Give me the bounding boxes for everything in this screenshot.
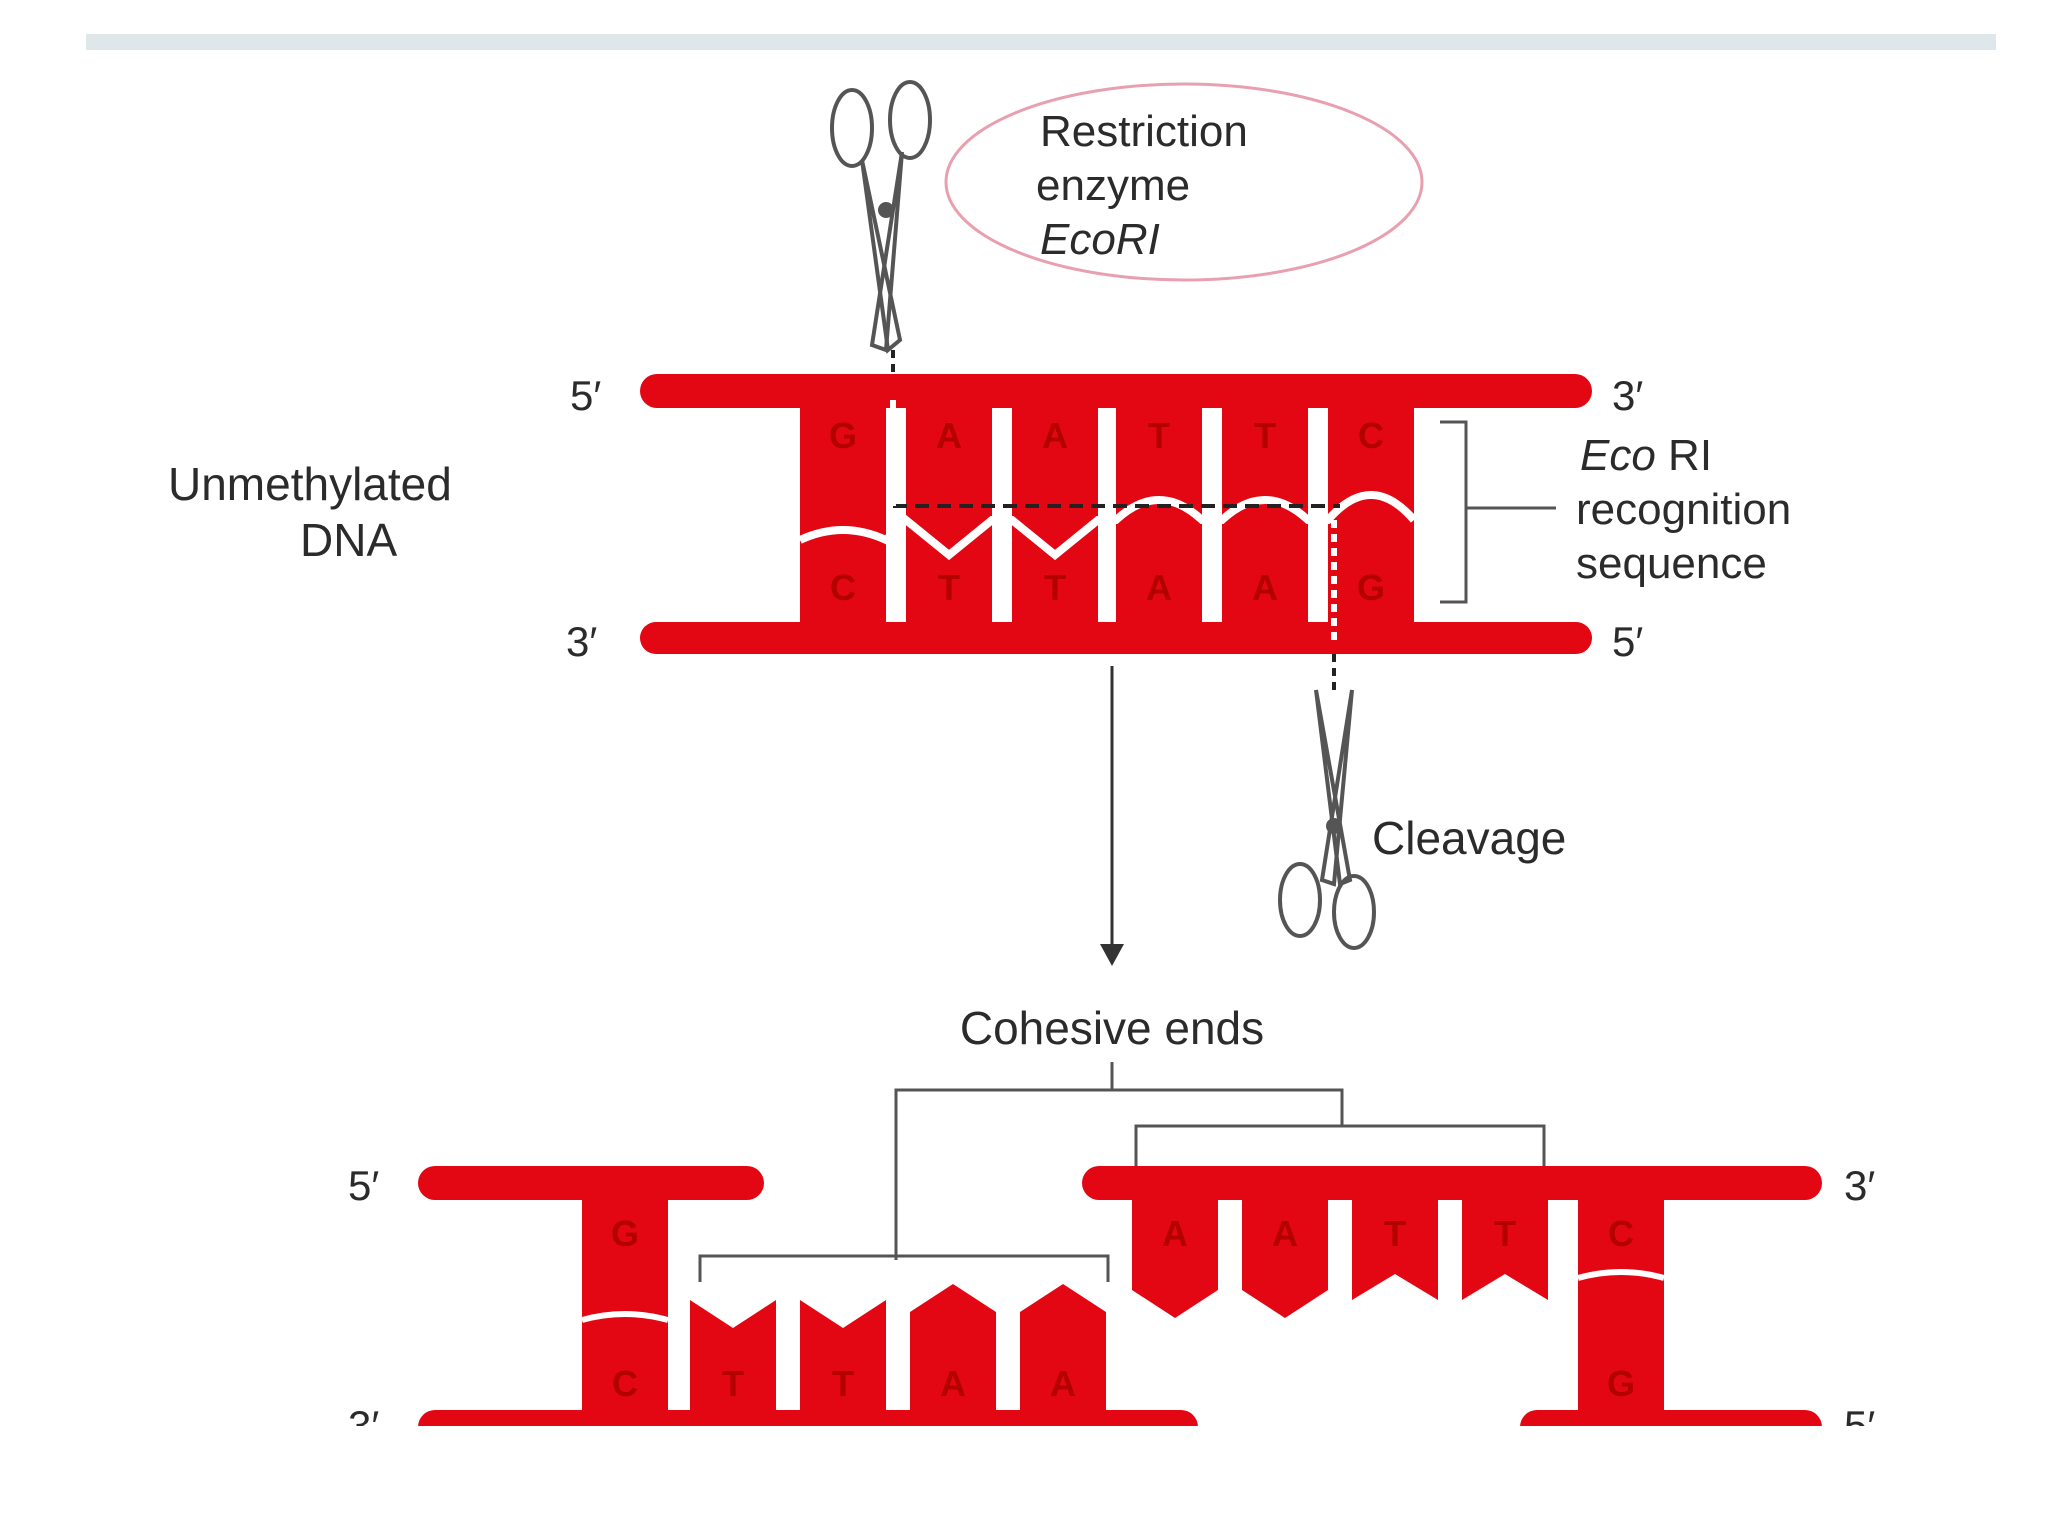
- bottom-left-end: 3′: [566, 618, 597, 665]
- scissors-bottom-icon: [1278, 689, 1376, 950]
- frag-right-top-base-1: A: [1162, 1213, 1188, 1254]
- sequence-bottom: C T T A A G: [830, 567, 1385, 608]
- right-cg-pair: [1578, 1196, 1664, 1416]
- enzyme-label-1: Restriction: [1040, 107, 1248, 156]
- top-strand: [640, 374, 1592, 408]
- frag-left-top-base-1: G: [611, 1213, 639, 1254]
- base-top-4: T: [1148, 415, 1170, 456]
- frag-left-bottom-base-2: T: [722, 1363, 744, 1404]
- scissors-top-icon: [830, 80, 932, 354]
- frag-right-top-end: 3′: [1844, 1162, 1875, 1209]
- unmethylated-label-1: Unmethylated: [168, 458, 452, 510]
- sequence-top: G A A T T C: [829, 415, 1384, 456]
- enzyme-label-2: enzyme: [1036, 161, 1190, 210]
- diagram-frame: [86, 34, 1996, 1442]
- base-top-3: A: [1042, 415, 1068, 456]
- enzyme-label-3: EcoRI: [1040, 215, 1160, 264]
- cohesive-bracket-left: [698, 1254, 1110, 1282]
- top-right-end: 3′: [1612, 372, 1643, 419]
- left-gc-pair: [582, 1196, 668, 1416]
- base-pairs: [800, 400, 1414, 630]
- frag-right-top-base-2: A: [1272, 1213, 1298, 1254]
- base-bottom-3: T: [1044, 567, 1066, 608]
- base-bottom-1: C: [830, 567, 856, 608]
- base-bottom-5: A: [1252, 567, 1278, 608]
- right-overhang: [1132, 1196, 1548, 1318]
- left-overhang: [690, 1284, 1106, 1416]
- base-top-5: T: [1254, 415, 1276, 456]
- unmethylated-label-2: DNA: [300, 514, 397, 566]
- recognition-bracket: [1440, 420, 1556, 604]
- bottom-right-end: 5′: [1612, 618, 1643, 665]
- frag-left-bottom-base-1: C: [612, 1363, 638, 1404]
- frag-left-bottom-base-3: T: [832, 1363, 854, 1404]
- left-fragment-top-strand: [418, 1166, 764, 1200]
- frag-right-bottom-base-1: G: [1607, 1363, 1635, 1404]
- recognition-label-1: Eco RI: [1580, 431, 1712, 480]
- right-fragment-top-strand: [1082, 1166, 1822, 1200]
- frag-right-top-base-3: T: [1384, 1213, 1406, 1254]
- enzyme-oval: [944, 82, 1424, 282]
- base-top-6: C: [1358, 415, 1384, 456]
- cohesive-bracket-right: [1134, 1124, 1546, 1170]
- top-left-end: 5′: [570, 372, 601, 419]
- frag-right-top-base-4: T: [1494, 1213, 1516, 1254]
- base-top-1: G: [829, 415, 857, 456]
- recognition-label-3: sequence: [1576, 539, 1767, 588]
- base-bottom-4: A: [1146, 567, 1172, 608]
- frag-left-top-end: 5′: [348, 1162, 379, 1209]
- recognition-label-2: recognition: [1576, 485, 1791, 534]
- base-top-2: A: [936, 415, 962, 456]
- cohesive-bracket-main: [894, 1062, 1344, 1260]
- base-bottom-6: G: [1357, 567, 1385, 608]
- frag-left-bottom-base-5: A: [1050, 1363, 1076, 1404]
- frag-left-bottom-base-4: A: [940, 1363, 966, 1404]
- cleavage-label: Cleavage: [1372, 812, 1566, 864]
- frag-right-top-base-5: C: [1608, 1213, 1634, 1254]
- arrow-head-icon: [1100, 944, 1124, 966]
- base-bottom-2: T: [938, 567, 960, 608]
- cohesive-ends-label: Cohesive ends: [960, 1002, 1264, 1054]
